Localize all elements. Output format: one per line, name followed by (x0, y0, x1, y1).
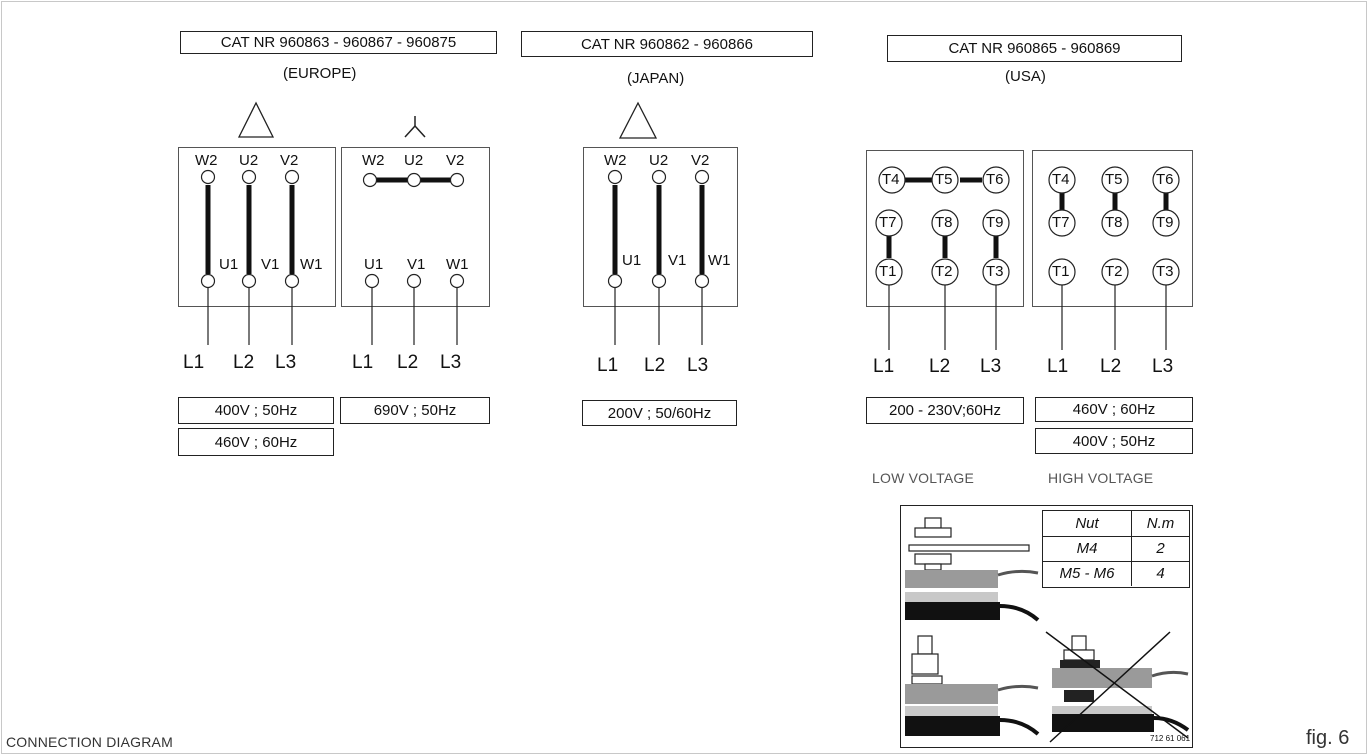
line-label-l3: L3 (275, 352, 297, 373)
figure-number: fig. 6 (1306, 727, 1350, 749)
terminal-label-t8: T8 (1105, 214, 1123, 231)
terminal-label-v2: V2 (280, 152, 299, 169)
torque-header-nm: N.m (1146, 515, 1175, 532)
terminal-label-t2: T2 (1105, 263, 1123, 280)
torque-nut-size: M5 - M6 (1043, 562, 1132, 586)
terminal-label-t4: T4 (882, 171, 900, 188)
terminal-label-u2: U2 (404, 152, 424, 169)
terminal-label-t3: T3 (986, 263, 1004, 280)
line-label-l3: L3 (1152, 356, 1174, 377)
europe-region-label: (EUROPE) (283, 65, 357, 82)
line-label-l1: L1 (1047, 356, 1069, 377)
high-voltage-caption: HIGH VOLTAGE (1048, 470, 1154, 486)
terminal-label-t8: T8 (935, 214, 953, 231)
usa-cat-number: CAT NR 960865 - 960869 (887, 35, 1182, 62)
europe-cat-number: CAT NR 960863 - 960867 - 960875 (180, 31, 497, 54)
japan-delta-terminal-box (583, 147, 738, 307)
usa-high-voltage-rating-2: 400V ; 50Hz (1035, 428, 1193, 454)
terminal-label-w1: W1 (708, 252, 731, 269)
usa-region-label: (USA) (1005, 68, 1046, 85)
europe-star-rating: 690V ; 50Hz (340, 397, 490, 424)
europe-star-terminal-box (341, 147, 490, 307)
terminal-label-w2: W2 (362, 152, 385, 169)
terminal-label-v1: V1 (261, 256, 280, 273)
terminal-label-t9: T9 (1156, 214, 1174, 231)
terminal-label-v2: V2 (691, 152, 710, 169)
line-label-l1: L1 (183, 352, 205, 373)
line-label-l2: L2 (929, 356, 951, 377)
torque-header-nut: Nut (1043, 511, 1132, 536)
terminal-label-w2: W2 (195, 152, 218, 169)
terminal-label-t1: T1 (879, 263, 897, 280)
terminal-label-t6: T6 (986, 171, 1004, 188)
terminal-label-u1: U1 (364, 256, 384, 273)
terminal-label-t6: T6 (1156, 171, 1174, 188)
torque-table: Nut N.m M4 2 M5 - M6 4 (1042, 510, 1190, 588)
terminal-label-u2: U2 (649, 152, 669, 169)
line-label-l2: L2 (397, 352, 419, 373)
star-connection-icon (404, 116, 426, 138)
torque-value: 2 (1156, 540, 1165, 557)
line-label-l2: L2 (644, 355, 666, 376)
line-label-l3: L3 (980, 356, 1002, 377)
terminal-label-t5: T5 (935, 171, 953, 188)
line-label-l3: L3 (687, 355, 709, 376)
usa-high-voltage-rating-1: 460V ; 60Hz (1035, 397, 1193, 422)
delta-connection-icon (237, 101, 275, 138)
terminal-label-v2: V2 (446, 152, 465, 169)
low-voltage-caption: LOW VOLTAGE (872, 470, 975, 486)
terminal-label-w1: W1 (300, 256, 323, 273)
torque-nut-size: M4 (1043, 537, 1132, 561)
line-label-l2: L2 (1100, 356, 1122, 377)
usa-high-voltage-terminal-box (1032, 150, 1193, 307)
terminal-label-w1: W1 (446, 256, 469, 273)
line-label-l3: L3 (440, 352, 462, 373)
terminal-label-t4: T4 (1052, 171, 1070, 188)
page-title: CONNECTION DIAGRAM (6, 734, 173, 750)
europe-delta-rating-2: 460V ; 60Hz (178, 428, 334, 456)
line-label-l2: L2 (233, 352, 255, 373)
torque-value: 4 (1156, 565, 1165, 582)
delta-connection-icon (618, 101, 658, 139)
terminal-label-v1: V1 (407, 256, 426, 273)
terminal-label-w2: W2 (604, 152, 627, 169)
terminal-label-t7: T7 (1052, 214, 1070, 231)
line-label-l1: L1 (597, 355, 619, 376)
terminal-label-u1: U1 (622, 252, 642, 269)
terminal-label-t1: T1 (1052, 263, 1070, 280)
usa-low-voltage-rating: 200 - 230V;60Hz (866, 397, 1024, 424)
terminal-label-v1: V1 (668, 252, 687, 269)
terminal-label-t3: T3 (1156, 263, 1174, 280)
illustration-code: 712 61 061 (1150, 734, 1191, 743)
japan-cat-number: CAT NR 960862 - 960866 (521, 31, 813, 57)
japan-rating: 200V ; 50/60Hz (582, 400, 737, 426)
europe-delta-terminal-box (178, 147, 336, 307)
terminal-nut-torque-illustration (900, 505, 1193, 748)
terminal-label-u2: U2 (239, 152, 259, 169)
terminal-label-t9: T9 (986, 214, 1004, 231)
terminal-label-t7: T7 (879, 214, 897, 231)
terminal-label-t5: T5 (1105, 171, 1123, 188)
japan-region-label: (JAPAN) (627, 70, 685, 87)
line-label-l1: L1 (352, 352, 374, 373)
line-label-l1: L1 (873, 356, 895, 377)
europe-delta-rating-1: 400V ; 50Hz (178, 397, 334, 424)
terminal-label-u1: U1 (219, 256, 239, 273)
terminal-label-t2: T2 (935, 263, 953, 280)
